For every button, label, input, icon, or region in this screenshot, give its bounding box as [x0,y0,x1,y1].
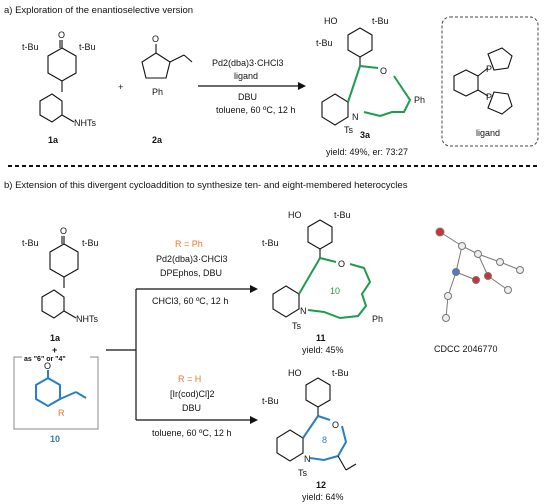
oxygen-label: O [152,34,159,44]
catalyst-lower: [Ir(cod)Cl]2 [170,389,215,399]
nitrogen-label: N [300,306,307,316]
phenyl-label: Ph [414,95,425,105]
catalyst-upper: Pd2(dba)3·CHCl3 [156,254,228,264]
yield-11: yield: 45% [302,345,344,355]
oxygen-label: O [380,66,387,76]
yield-12: yield: 64% [302,492,344,502]
solvent-upper: CHCl3, 60 ºC, 12 h [152,296,228,306]
tosyl-label: Ts [344,125,354,135]
product-11-structure: HO t-Bu t-Bu O 10 Ph N Ts 11 [262,210,383,343]
ligand-structure: P P [453,47,513,115]
product-3a-structure: HO t-Bu t-Bu O Ph N Ts 3a [316,16,425,140]
phenyl-label: Ph [152,87,163,97]
ligand-box [441,16,539,147]
tbu-label: t-Bu [262,238,279,248]
plus-sign: + [52,345,57,355]
arrowhead [250,416,258,424]
hydroxyl-label: HO [288,210,302,220]
compound-10-box [13,356,99,430]
plus-sign: + [118,82,123,92]
compound-1a-label: 1a [50,333,61,343]
phosphorus-label: P [486,64,492,74]
phosphorus-label: P [486,92,492,102]
oxygen-label: O [332,420,339,430]
tosyl-label: Ts [292,321,302,331]
nhts-label: NHTs [74,118,96,128]
compound-2a-label: 2a [152,135,163,145]
compound-10-label: 10 [50,434,60,444]
ring-size-eight: 8 [322,435,327,445]
ligand-upper: DPEphos, DBU [160,268,222,278]
r-equals-h: R = H [178,374,201,384]
tbu-label: t-Bu [79,42,96,52]
product-12-structure: HO t-Bu t-Bu O 8 N Ts 12 [262,368,357,490]
arrowhead [250,285,258,293]
compound-10-structure: O R [35,361,87,418]
ring-size-ten: 10 [330,286,340,296]
base-a: DBU [238,92,257,102]
compound-2a-structure: O Ph 2a [141,34,193,145]
ligand-box-label: ligand [476,128,500,138]
tbu-label: t-Bu [334,210,351,220]
result-a: yield: 49%, er: 73:27 [326,147,408,157]
catalyst-a: Pd2(dba)3·CHCl3 [212,58,284,68]
oxygen-label: O [44,361,51,371]
arrowhead [298,82,306,90]
nitrogen-label: N [304,454,311,464]
tbu-label: t-Bu [82,238,99,248]
oxygen-label: O [60,226,67,236]
hydroxyl-label: HO [324,16,338,26]
phenyl-label: Ph [372,314,383,324]
r-group-label: R [58,408,65,418]
oxygen-label: O [338,259,345,269]
tbu-label: t-Bu [22,238,39,248]
tbu-label: t-Bu [262,396,279,406]
compound-1a-label: 1a [48,135,59,145]
xray-crystal-structure-image [435,227,524,322]
tbu-label: t-Bu [372,16,389,26]
section-a-title: a) Exploration of the enantioselective v… [4,5,193,16]
nhts-label: NHTs [76,314,98,324]
compound-1a-structure-a: O t-Bu t-Bu NHTs 1a [22,30,96,145]
compound-1a-structure-b: O t-Bu t-Bu NHTs 1a [22,226,99,343]
r-equals-ph: R = Ph [175,239,203,249]
tbu-label: t-Bu [332,368,349,378]
ligand-a: ligand [234,71,258,81]
hydroxyl-label: HO [288,368,302,378]
base-lower: DBU [182,403,201,413]
as-label: as "6" or "4" [24,356,66,363]
ccdc-label: CDCC 2046770 [434,344,498,354]
solvent-a: toluene, 60 ºC, 12 h [216,105,295,115]
compound-12-label: 12 [316,480,326,490]
compound-11-label: 11 [316,333,326,343]
compound-3a-label: 3a [360,130,371,140]
oxygen-label: O [58,30,65,40]
solvent-lower: toluene, 60 ºC, 12 h [152,428,231,438]
nitrogen-label: N [352,112,359,122]
tbu-label: t-Bu [316,38,333,48]
section-b-title: b) Extension of this divergent cycloaddi… [4,180,408,191]
tosyl-label: Ts [298,468,308,478]
tbu-label: t-Bu [22,42,39,52]
